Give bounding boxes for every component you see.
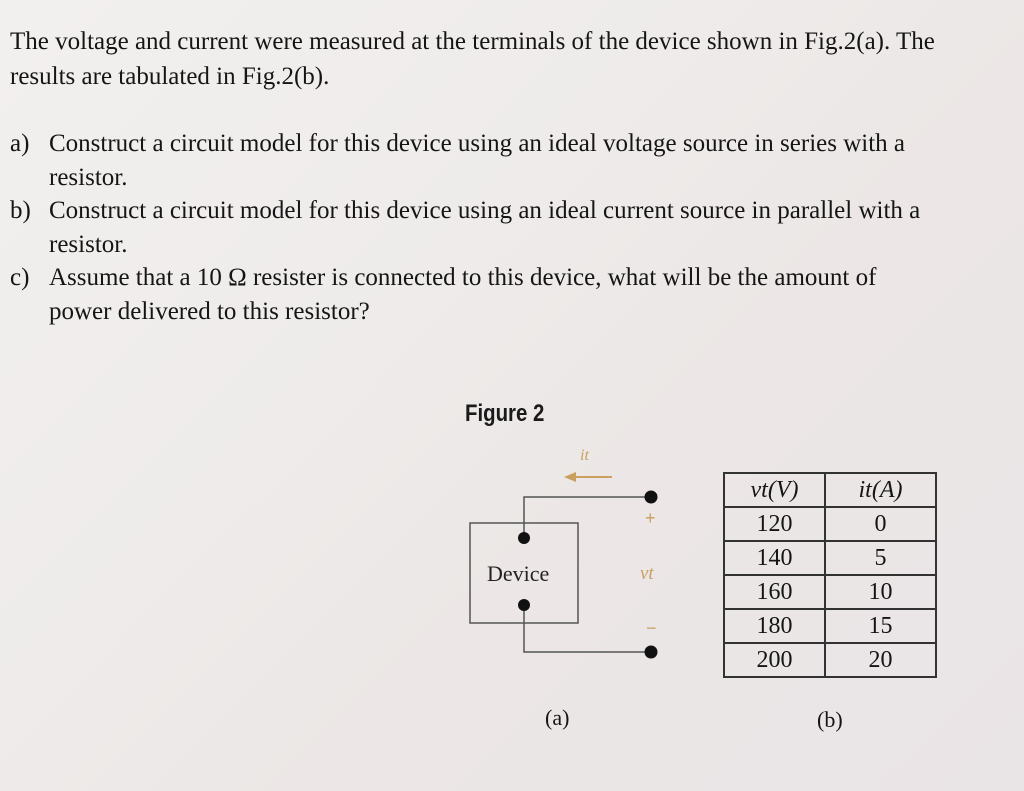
- question-list: a) Construct a circuit model for this de…: [10, 127, 930, 328]
- table-row: 200 20: [723, 642, 937, 678]
- figure-title: Figure 2: [465, 400, 545, 427]
- bottom-wire: [523, 604, 651, 653]
- cell-current: 20: [824, 642, 937, 678]
- table-row: 160 10: [723, 574, 937, 610]
- outer-terminal-bottom: [644, 645, 658, 659]
- table-row: 180 15: [723, 608, 937, 644]
- question-b: b) Construct a circuit model for this de…: [10, 194, 930, 261]
- cell-voltage: 180: [723, 608, 826, 644]
- cell-voltage: 160: [723, 574, 826, 610]
- problem-intro: The voltage and current were measured at…: [10, 28, 935, 90]
- inner-terminal-bottom: [518, 599, 530, 611]
- outer-terminal-top: [644, 490, 658, 504]
- table-row: 140 5: [723, 540, 937, 576]
- cell-voltage: 140: [723, 540, 826, 576]
- question-label: b): [10, 197, 31, 224]
- cell-current: 5: [824, 540, 937, 576]
- question-label: a): [10, 130, 30, 157]
- caption-b: (b): [817, 707, 843, 732]
- device-label: Device: [487, 561, 550, 586]
- cell-current: 10: [824, 574, 937, 610]
- inner-terminal-top: [518, 532, 530, 544]
- current-label: it: [580, 447, 589, 464]
- question-text: Construct a circuit model for this devic…: [49, 130, 906, 191]
- measurement-table: vt(V) it(A) 120 0 140 5 160 10 180 15 20…: [723, 472, 937, 678]
- cell-voltage: 120: [723, 506, 826, 542]
- circuit-diagram: [469, 472, 658, 659]
- header-voltage: vt(V): [723, 472, 826, 508]
- question-text: Assume that a 10 Ω resister is connected…: [49, 264, 877, 325]
- caption-a: (a): [545, 705, 570, 730]
- question-text: Construct a circuit model for this devic…: [49, 197, 921, 258]
- current-arrow-icon: [564, 472, 612, 482]
- question-label: c): [10, 264, 30, 291]
- table-header-row: vt(V) it(A): [723, 472, 937, 508]
- cell-voltage: 200: [723, 642, 826, 678]
- question-c: c) Assume that a 10 Ω resister is connec…: [10, 261, 930, 328]
- voltage-label: vt: [640, 563, 654, 584]
- table-row: 120 0: [723, 506, 937, 542]
- cell-current: 0: [824, 506, 937, 542]
- top-wire: [523, 496, 651, 538]
- plus-sign: +: [645, 508, 656, 528]
- cell-current: 15: [824, 608, 937, 644]
- minus-sign: −: [646, 618, 657, 638]
- header-current: it(A): [824, 472, 937, 508]
- question-a: a) Construct a circuit model for this de…: [10, 127, 930, 194]
